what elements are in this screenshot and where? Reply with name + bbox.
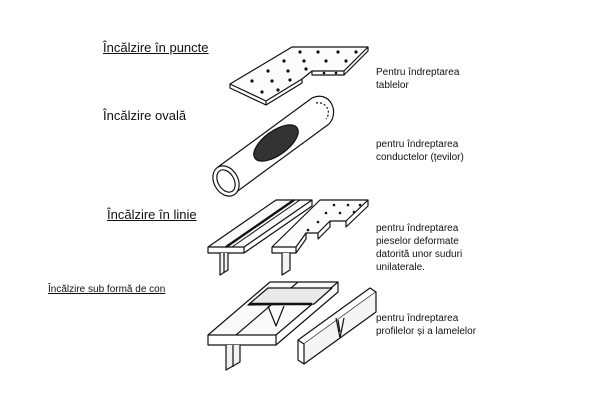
flat-bar-illustration (297, 287, 377, 365)
description-oval-heating: pentru îndreptarea conductelor (țevilor) (376, 138, 464, 164)
angle-profile-illustration (207, 281, 339, 371)
description-line: unilaterale. (376, 262, 425, 273)
pipe-illustration (212, 95, 335, 197)
description-line: Pentru îndreptarea (376, 67, 460, 78)
description-line: datorită unor suduri (376, 249, 463, 260)
welded-angle-illustration (207, 199, 313, 276)
heading-line-heating: Încălzire în linie (107, 207, 197, 222)
heading-point-heating: Încălzire în puncte (103, 40, 209, 55)
heading-cone-heating: Încălzire sub formă de con (48, 284, 166, 295)
description-line: pentru îndreptarea (376, 139, 459, 150)
description-cone-heating: pentru îndreptarea profilelor și a lamel… (376, 312, 476, 338)
description-point-heating: Pentru îndreptarea tablelor (376, 66, 459, 92)
description-line: tablelor (376, 80, 409, 91)
description-line: pieselor deformate (376, 236, 459, 247)
perforated-plate-illustration (229, 46, 369, 106)
heading-oval-heating: Încălzire ovală (103, 108, 187, 123)
description-line: pentru îndreptarea (376, 313, 459, 324)
description-line: pentru îndreptarea (376, 223, 459, 234)
description-line: conductelor (țevilor) (376, 152, 464, 163)
description-line: profilelor și a lamelelor (376, 326, 477, 337)
perforated-bar-illustration (271, 199, 369, 276)
heating-points (250, 50, 358, 94)
description-line-heating: pentru îndreptarea pieselor deformate da… (376, 222, 462, 274)
heating-points (306, 203, 362, 232)
